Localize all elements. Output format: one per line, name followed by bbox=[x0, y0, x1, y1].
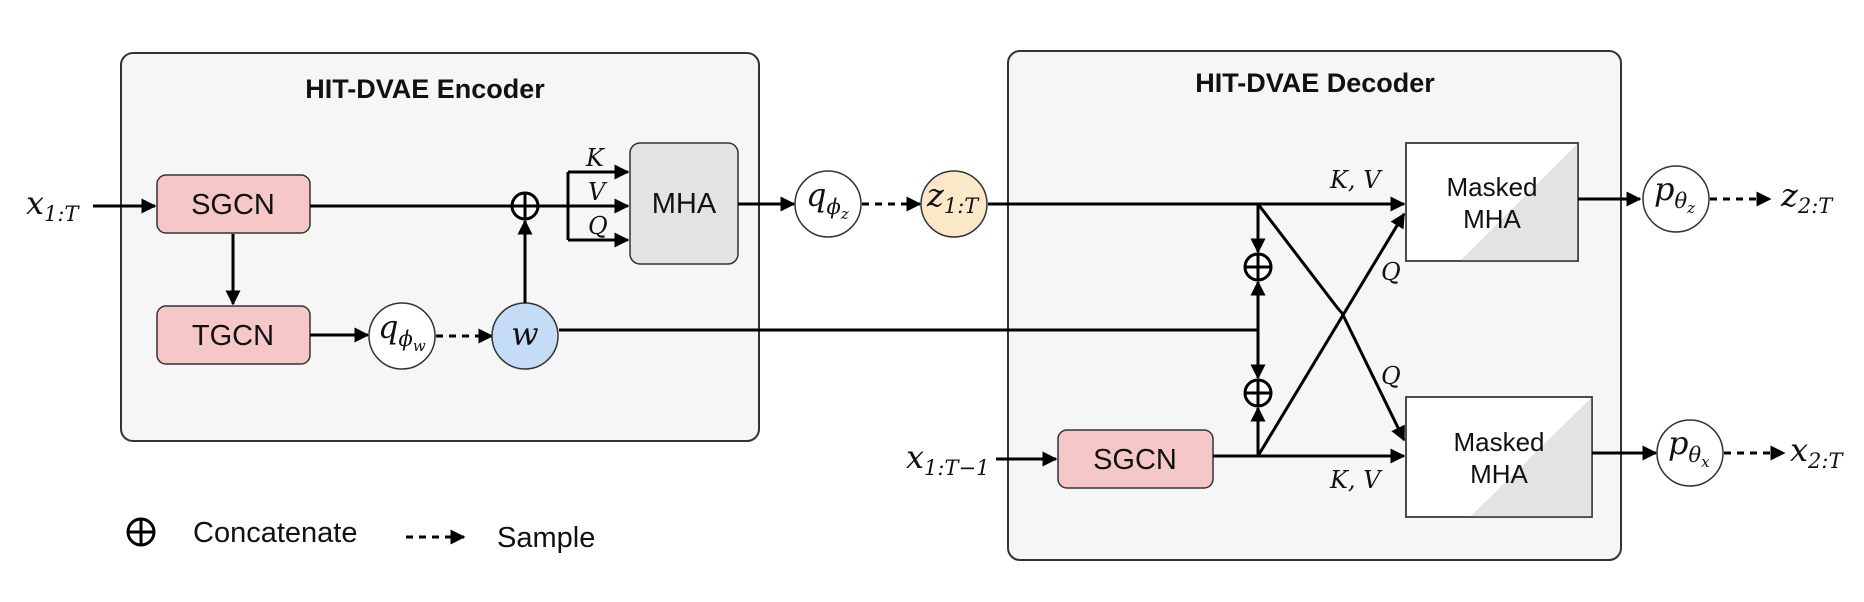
encoder-mha-label: MHA bbox=[652, 188, 717, 220]
q-top-label: Q bbox=[1381, 258, 1401, 286]
svg-text:qϕz: qϕz bbox=[806, 176, 849, 223]
svg-text:qϕw: qϕw bbox=[378, 308, 426, 355]
decoder-concat-bottom-icon bbox=[1243, 378, 1273, 408]
masked-mha-bottom-line2: MHA bbox=[1470, 459, 1528, 489]
encoder-sgcn-block: SGCN bbox=[156, 174, 311, 234]
decoder-title: HIT-DVAE Decoder bbox=[1195, 68, 1435, 98]
encoder-concat-icon bbox=[510, 191, 540, 221]
kv-top-label: K, V bbox=[1329, 166, 1383, 194]
legend-sample-label: Sample bbox=[497, 522, 595, 554]
encoder-mha-block: MHA bbox=[629, 142, 739, 265]
x-input-label: x1:T bbox=[26, 184, 80, 226]
svg-text:pθx: pθx bbox=[1668, 424, 1710, 471]
kv-bottom-label: K, V bbox=[1329, 466, 1383, 494]
w-node: w bbox=[491, 302, 559, 370]
decoder-concat-top-icon bbox=[1243, 252, 1273, 282]
encoder-tgcn-label: TGCN bbox=[192, 320, 274, 352]
z-output-label: z2:T bbox=[1780, 176, 1834, 218]
k-label: K bbox=[585, 144, 606, 172]
masked-mha-bottom-line1: Masked bbox=[1453, 427, 1544, 457]
q-phi-z-node: qϕz bbox=[794, 170, 862, 238]
x-output-label: x2:T bbox=[1790, 431, 1844, 473]
masked-mha-top-block: Masked MHA bbox=[1405, 142, 1579, 262]
z-node: z1:T bbox=[920, 170, 988, 238]
legend-concat-icon bbox=[126, 517, 156, 547]
svg-text:w: w bbox=[511, 315, 538, 353]
svg-text:z1:T: z1:T bbox=[926, 176, 980, 218]
q-bottom-label: Q bbox=[1381, 362, 1401, 390]
arrow-q-to-masked-mha-bottom bbox=[1256, 203, 1406, 442]
svg-text:pθz: pθz bbox=[1654, 170, 1695, 217]
decoder-sgcn-label: SGCN bbox=[1093, 444, 1177, 476]
decoder-sgcn-block: SGCN bbox=[1057, 429, 1214, 489]
q-phi-w-node: qϕw bbox=[368, 302, 436, 370]
p-theta-z-node: pθz bbox=[1642, 165, 1710, 233]
v-label: V bbox=[588, 178, 608, 206]
legend: Concatenate Sample bbox=[126, 517, 595, 554]
arrow-q-to-masked-mha-top bbox=[1256, 212, 1406, 457]
x-decoder-input-label: x1:T−1 bbox=[906, 438, 989, 480]
legend-concatenate-label: Concatenate bbox=[193, 517, 357, 549]
encoder-tgcn-block: TGCN bbox=[156, 305, 311, 365]
encoder-title: HIT-DVAE Encoder bbox=[305, 74, 545, 104]
masked-mha-top-line1: Masked bbox=[1446, 172, 1537, 202]
p-theta-x-node: pθx bbox=[1656, 419, 1724, 487]
masked-mha-top-line2: MHA bbox=[1463, 204, 1521, 234]
q-label: Q bbox=[588, 212, 608, 240]
encoder-sgcn-label: SGCN bbox=[191, 189, 275, 221]
masked-mha-bottom-block: Masked MHA bbox=[1405, 396, 1593, 518]
